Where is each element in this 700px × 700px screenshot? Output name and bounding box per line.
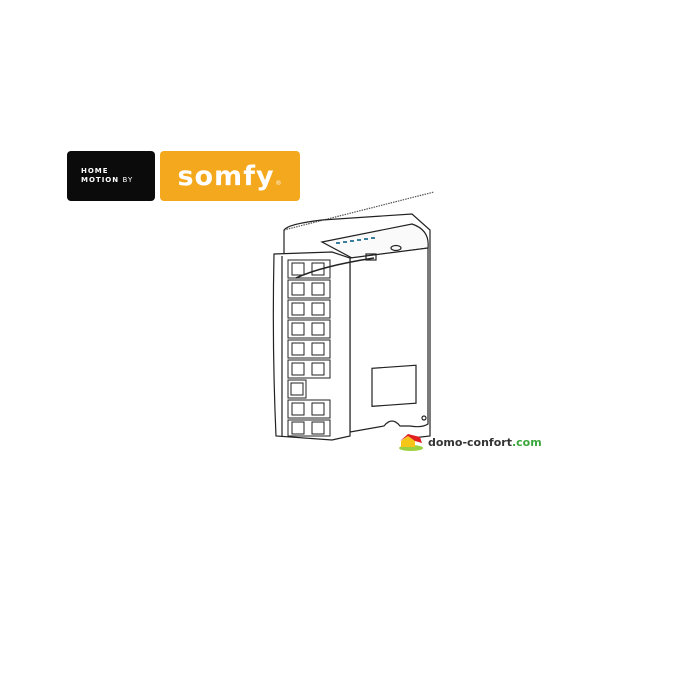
watermark-text: domo-confort.com — [428, 436, 542, 449]
home-motion-line2: MOTION — [81, 176, 120, 184]
home-motion-by-logo: HOME MOTION BY — [67, 151, 155, 201]
watermark-name: domo-confort — [428, 435, 512, 449]
watermark-tld: .com — [511, 435, 542, 449]
home-motion-line1: HOME — [81, 167, 109, 175]
home-motion-by: BY — [122, 176, 134, 184]
house-icon — [399, 434, 423, 451]
domo-confort-watermark: domo-confort.com — [398, 433, 542, 451]
registered-mark: ® — [275, 180, 283, 187]
somfy-wordmark: somfy — [177, 160, 275, 192]
motor-controller-illustration-icon — [272, 191, 435, 441]
somfy-logo: somfy® — [160, 151, 300, 201]
